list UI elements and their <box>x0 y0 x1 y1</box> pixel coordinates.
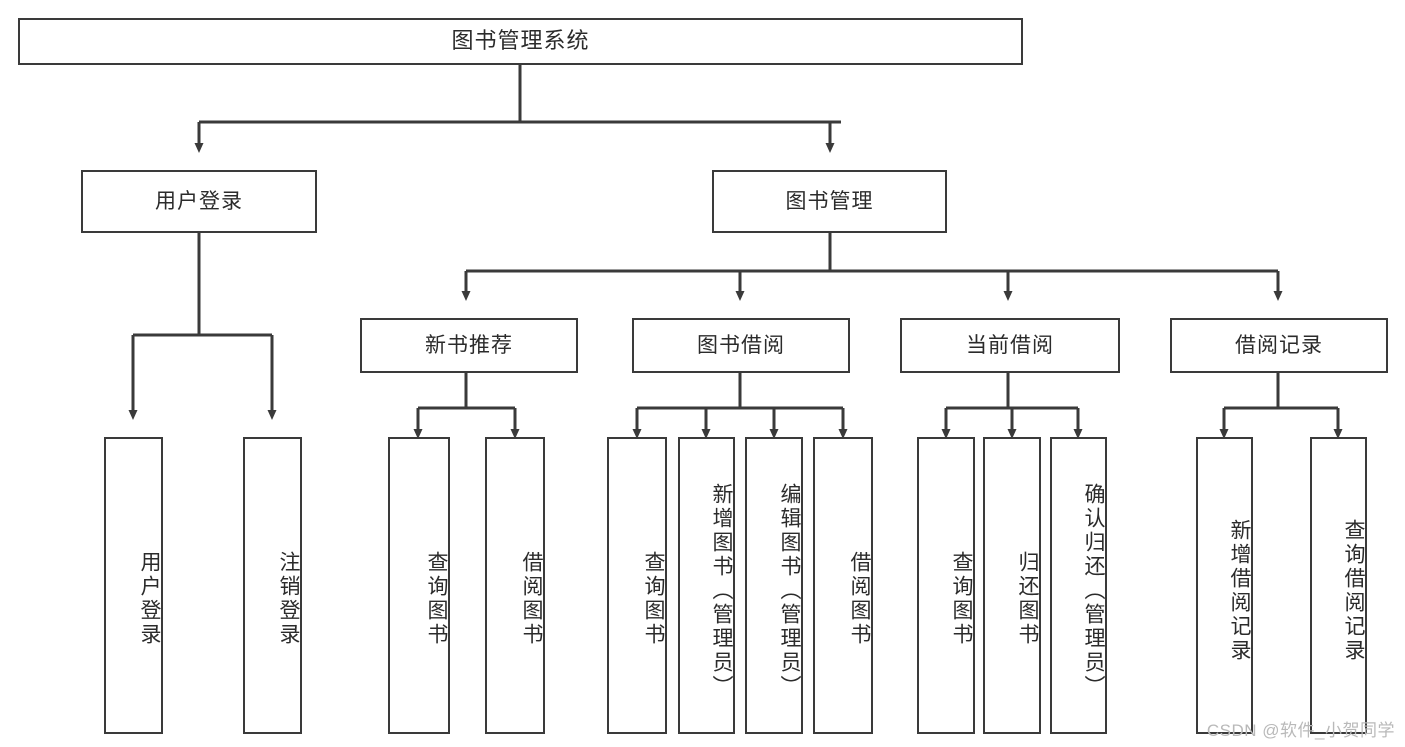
node-label: 新增图书（管理员） <box>710 482 733 699</box>
node-leaf-user-logout[interactable]: 注销登录 <box>243 437 302 734</box>
node-leaf-add-record[interactable]: 新增借阅记录 <box>1196 437 1253 734</box>
node-new-book-rec[interactable]: 新书推荐 <box>360 318 578 373</box>
node-leaf-query-book-2[interactable]: 查询图书 <box>607 437 667 734</box>
node-label: 当前借阅 <box>966 333 1054 357</box>
node-leaf-query-book-1[interactable]: 查询图书 <box>388 437 450 734</box>
node-label: 借阅图书 <box>520 550 543 647</box>
node-label: 确认归还（管理员） <box>1082 482 1105 699</box>
node-label: 图书借阅 <box>697 333 785 357</box>
node-label: 查询图书 <box>642 550 665 647</box>
node-user-login[interactable]: 用户登录 <box>81 170 317 233</box>
node-label: 图书管理 <box>785 189 874 213</box>
node-label: 查询借阅记录 <box>1342 518 1365 663</box>
node-label: 借阅记录 <box>1235 333 1323 357</box>
node-root-system[interactable]: 图书管理系统 <box>18 18 1023 65</box>
node-label: 借阅图书 <box>848 550 871 647</box>
node-leaf-borrow-book-1[interactable]: 借阅图书 <box>485 437 545 734</box>
node-leaf-query-book-3[interactable]: 查询图书 <box>917 437 975 734</box>
watermark-text: CSDN @软件_小贺同学 <box>1206 721 1395 740</box>
node-leaf-edit-book[interactable]: 编辑图书（管理员） <box>745 437 803 734</box>
node-label: 注销登录 <box>277 550 300 647</box>
node-leaf-user-login[interactable]: 用户登录 <box>104 437 163 734</box>
node-current-borrow[interactable]: 当前借阅 <box>900 318 1120 373</box>
node-label: 新书推荐 <box>425 333 513 357</box>
node-label: 用户登录 <box>138 550 161 647</box>
node-leaf-borrow-book-2[interactable]: 借阅图书 <box>813 437 873 734</box>
node-label: 图书管理系统 <box>451 28 590 54</box>
node-label: 编辑图书（管理员） <box>778 482 801 699</box>
node-leaf-return-book[interactable]: 归还图书 <box>983 437 1041 734</box>
node-label: 用户登录 <box>155 189 243 213</box>
node-label: 查询图书 <box>950 550 973 647</box>
node-borrow-record[interactable]: 借阅记录 <box>1170 318 1388 373</box>
node-leaf-confirm-return[interactable]: 确认归还（管理员） <box>1050 437 1107 734</box>
node-leaf-add-book[interactable]: 新增图书（管理员） <box>678 437 735 734</box>
node-book-manage[interactable]: 图书管理 <box>712 170 947 233</box>
node-leaf-query-record[interactable]: 查询借阅记录 <box>1310 437 1367 734</box>
node-label: 归还图书 <box>1016 550 1039 647</box>
node-book-borrow[interactable]: 图书借阅 <box>632 318 850 373</box>
node-label: 查询图书 <box>425 550 448 647</box>
node-label: 新增借阅记录 <box>1228 518 1251 663</box>
